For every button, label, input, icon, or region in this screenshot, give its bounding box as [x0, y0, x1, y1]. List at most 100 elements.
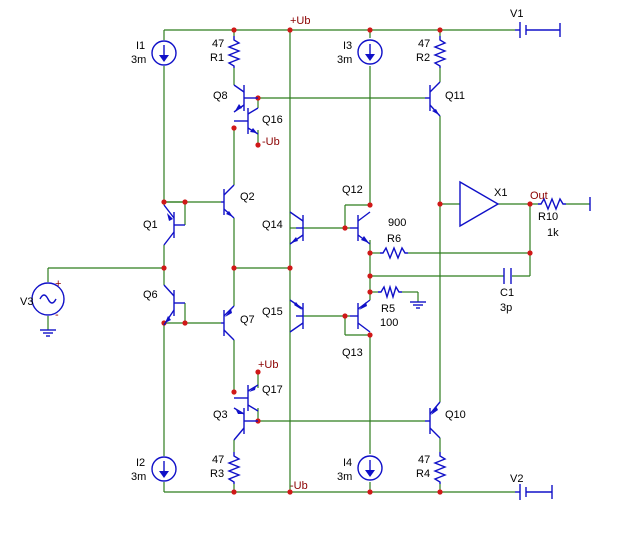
q16-rail-label: -Ub — [262, 136, 280, 148]
net-label-neg-supply: -Ub — [290, 480, 308, 492]
ground-v3 — [40, 329, 56, 337]
r1-value: 47 — [212, 38, 224, 50]
net-label-output: Out — [530, 190, 548, 202]
junction-dot — [161, 265, 167, 271]
v3-plus-label: + — [55, 278, 61, 290]
junction-dot — [182, 199, 188, 205]
transistor-q6 — [163, 284, 185, 326]
q16-label: Q16 — [262, 114, 283, 126]
junction-dot — [367, 27, 373, 33]
junction-dot — [527, 250, 533, 256]
i1-value: 3m — [131, 54, 146, 66]
junction-dot — [437, 489, 443, 495]
c1-name: C1 — [500, 287, 514, 299]
net-label-pos-supply: +Ub — [290, 15, 311, 27]
resistor-r3 — [227, 452, 241, 484]
resistor-r1 — [227, 36, 241, 68]
transistor-q15 — [289, 299, 304, 333]
q10-label: Q10 — [445, 409, 466, 421]
transistor-q8 — [233, 84, 258, 113]
r5-name: R5 — [381, 303, 395, 315]
v3-label: V3 — [20, 296, 33, 308]
transistor-q14 — [289, 211, 304, 245]
transistor-q3 — [233, 407, 258, 441]
resistor-r6 — [380, 246, 408, 260]
current-source-i2 — [151, 456, 177, 482]
i2-value: 3m — [131, 471, 146, 483]
q2-label: Q2 — [240, 191, 255, 203]
junction-dot — [231, 27, 237, 33]
q14-label: Q14 — [262, 219, 283, 231]
current-source-i1 — [151, 40, 177, 66]
junction-dot — [287, 489, 293, 495]
junction-dot — [527, 201, 533, 207]
i4-value: 3m — [337, 471, 352, 483]
resistor-r5 — [378, 284, 402, 300]
junction-dot — [287, 265, 293, 271]
transistor-q7 — [221, 305, 235, 341]
i2-name: I2 — [136, 457, 145, 469]
i4-name: I4 — [343, 457, 352, 469]
capacitor-c1 — [503, 268, 512, 284]
resistor-r2 — [433, 36, 447, 68]
voltage-source-v2 — [515, 484, 553, 500]
q8-label: Q8 — [213, 90, 228, 102]
i1-name: I1 — [136, 40, 145, 52]
junction-dot — [367, 202, 373, 208]
junctions — [161, 27, 533, 495]
q12-label: Q12 — [342, 184, 363, 196]
junction-dot — [231, 389, 237, 395]
q7-label: Q7 — [240, 314, 255, 326]
transistor-q17 — [234, 384, 259, 412]
r4-value: 47 — [418, 454, 430, 466]
r10-name: R10 — [538, 211, 558, 223]
junction-dot — [342, 225, 348, 231]
transistor-q1 — [163, 204, 185, 246]
voltage-source-v3 — [31, 282, 65, 316]
junction-dot — [255, 369, 261, 375]
resistor-r10 — [538, 197, 566, 211]
q17-label: Q17 — [262, 384, 283, 396]
q11-label: Q11 — [445, 90, 465, 102]
r6-value: 900 — [388, 217, 406, 229]
junction-dot — [367, 273, 373, 279]
v2-label: V2 — [510, 473, 523, 485]
junction-dot — [287, 27, 293, 33]
transistor-q16 — [234, 107, 259, 135]
r1-name: R1 — [210, 52, 224, 64]
junction-dot — [182, 320, 188, 326]
opamp-x1 — [459, 180, 500, 228]
i3-name: I3 — [343, 40, 352, 52]
junction-dot — [437, 201, 443, 207]
transistor-q13 — [350, 299, 371, 333]
v1-label: V1 — [510, 8, 523, 20]
junction-dot — [342, 313, 348, 319]
q6-label: Q6 — [143, 289, 158, 301]
transistor-q2 — [221, 184, 235, 219]
junction-dot — [255, 142, 261, 148]
wires — [47, 29, 590, 493]
i3-value: 3m — [337, 54, 352, 66]
r4-name: R4 — [416, 468, 430, 480]
q13-label: Q13 — [342, 347, 363, 359]
q17-rail-label: +Ub — [258, 359, 279, 371]
voltage-source-v1 — [515, 22, 561, 38]
r2-name: R2 — [416, 52, 430, 64]
junction-dot — [437, 27, 443, 33]
junction-dot — [367, 289, 373, 295]
r3-value: 47 — [212, 454, 224, 466]
r6-name: R6 — [387, 233, 401, 245]
junction-dot — [367, 489, 373, 495]
junction-dot — [231, 265, 237, 271]
x1-label: X1 — [494, 187, 507, 199]
q3-label: Q3 — [213, 409, 228, 421]
r2-value: 47 — [418, 38, 430, 50]
q1-label: Q1 — [143, 219, 158, 231]
resistor-r4 — [433, 452, 447, 484]
junction-dot — [161, 199, 167, 205]
transistor-q11 — [425, 81, 441, 117]
transistor-q10 — [425, 401, 441, 439]
current-source-i4 — [357, 455, 383, 481]
c1-value: 3p — [500, 302, 512, 314]
